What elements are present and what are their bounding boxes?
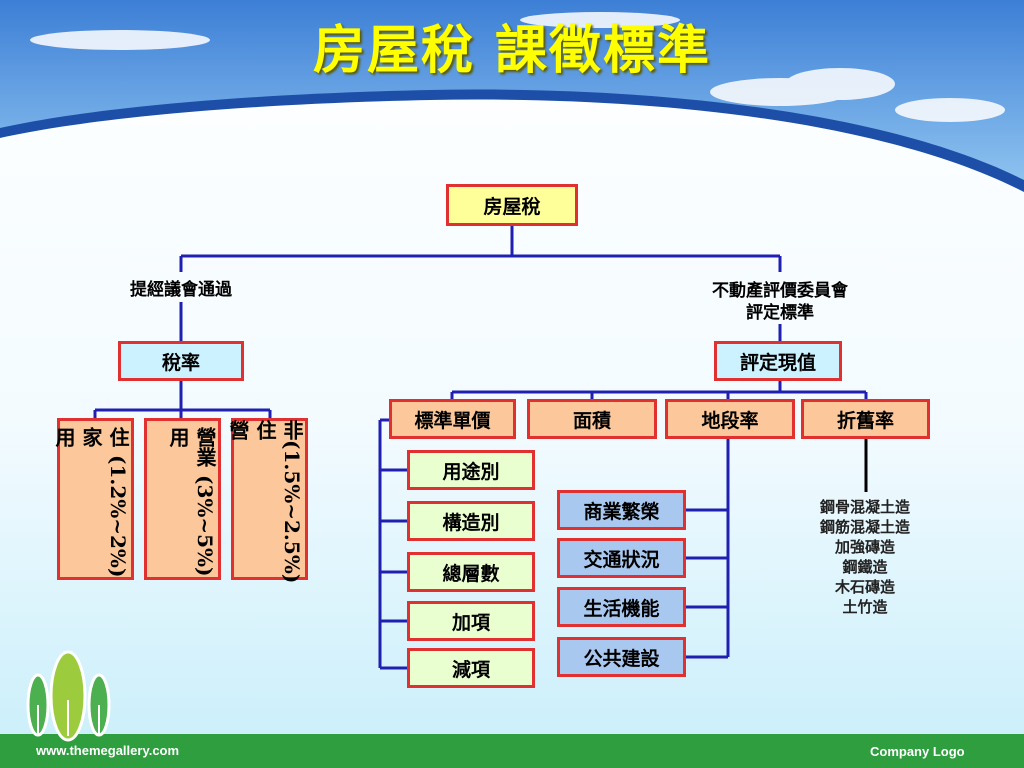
- factor-location-rate: 地段率: [665, 399, 795, 439]
- tax-item-residential: 住家用 (1.2%~2%): [52, 418, 134, 580]
- tax-item-name: 非住營: [226, 420, 304, 441]
- right-branch-label: 不動產評價委員會 評定標準: [670, 280, 890, 324]
- right-branch-label-line2: 評定標準: [746, 303, 814, 323]
- tax-item-range: (1.5%~2.5%): [280, 440, 304, 584]
- location-item-living: 生活機能: [557, 587, 686, 627]
- assessed-value-box: 評定現值: [714, 341, 842, 381]
- material-item: 土竹造: [842, 598, 888, 616]
- footer-url[interactable]: www.themegallery.com: [36, 743, 180, 758]
- tax-item-business: 營業用 (3%~5%): [144, 418, 221, 580]
- slide-title: 房屋稅 課徵標準: [312, 20, 712, 81]
- footer-company-logo: Company Logo: [870, 744, 965, 759]
- location-item-traffic: 交通狀況: [557, 538, 686, 578]
- unit-price-item-structure: 構造別: [407, 501, 535, 541]
- right-branch-label-line1: 不動產評價委員會: [712, 281, 848, 301]
- factor-depreciation: 折舊率: [801, 399, 930, 439]
- tax-item-range: (1.2%~2%): [106, 454, 130, 577]
- location-item-public: 公共建設: [557, 637, 686, 677]
- location-item-commerce: 商業繁榮: [557, 490, 686, 530]
- unit-price-item-floors: 總層數: [407, 552, 535, 592]
- tax-rate-box: 稅率: [118, 341, 244, 381]
- material-item: 鋼筋混凝土造: [819, 518, 910, 536]
- material-item: 鋼鐵造: [842, 558, 888, 576]
- tree-logo-icon: [26, 650, 111, 742]
- root-box: 房屋稅: [446, 184, 578, 226]
- unit-price-item-use: 用途別: [407, 450, 535, 490]
- tax-item-non-residential: 非住營 (1.5%~2.5%): [226, 418, 308, 584]
- tax-item-range: (3%~5%): [193, 475, 217, 577]
- left-branch-label: 提經議會通過: [130, 280, 232, 300]
- factor-unit-price: 標準單價: [389, 399, 516, 439]
- material-item: 木石磚造: [834, 578, 895, 596]
- material-item: 加強磚造: [834, 538, 895, 556]
- unit-price-item-add: 加項: [407, 601, 535, 641]
- factor-area: 面積: [527, 399, 657, 439]
- tax-item-name: 營業用: [166, 427, 217, 467]
- tax-item-name: 住家用: [52, 427, 130, 447]
- material-item: 鋼骨混凝土造: [819, 498, 910, 516]
- unit-price-item-subtract: 減項: [407, 648, 535, 688]
